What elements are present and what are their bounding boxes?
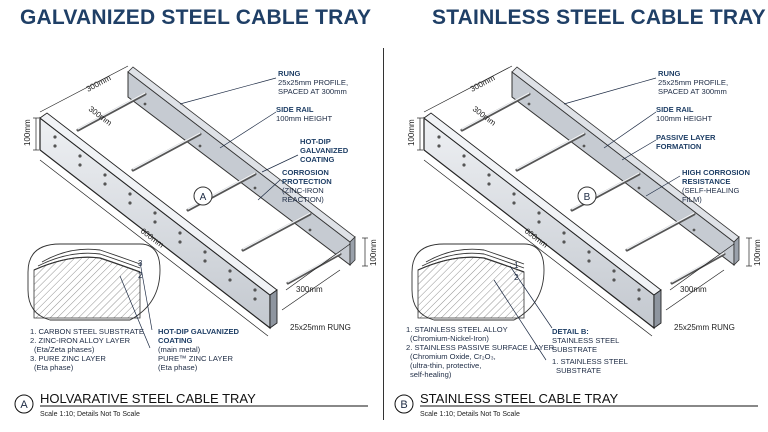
left-layer-number-3: 3 [138, 259, 143, 268]
right-dim-rung-size: 25x25mm RUNG [674, 323, 735, 332]
right-tray-drawing: B 300mm 300mm 100mm 600mm 100mm 300mm 25… [394, 64, 762, 418]
left-corrosion-line2: PROTECTION [282, 177, 332, 186]
left-detail-line5: (Eta phase) [158, 363, 198, 372]
right-legend-item1b: (Chromium-Nickel-Iron) [410, 334, 489, 343]
left-legend-item2a: 2. ZINC-IRON ALLOY LAYER [30, 336, 131, 345]
right-dim-height: 100mm [407, 119, 416, 146]
right-footer-circle [394, 394, 414, 414]
left-dim-right-height: 100mm [369, 239, 378, 266]
left-title: GALVANIZED STEEL CABLE TRAY [20, 6, 372, 29]
right-legend-item2a: 2. STAINLESS PASSIVE SURFACE LAYER [406, 343, 555, 352]
right-title: STAINLESS STEEL CABLE TRAY [432, 6, 766, 29]
right-dim-bottom-width: 300mm [680, 285, 707, 294]
right-detail-line5: SUBSTRATE [556, 366, 601, 375]
left-rung-line2: SPACED AT 300mm [278, 87, 347, 96]
right-legend-item2d: self-healing) [410, 370, 452, 379]
left-dim-bottom-width: 300mm [296, 285, 323, 294]
right-dim-top-width: 300mm [469, 73, 497, 94]
right-layer-number-2: 2 [514, 273, 519, 282]
right-detail-line4: 1. STAINLESS STEEL [552, 357, 628, 366]
left-corrosion-line4: REACTION) [282, 195, 324, 204]
left-side-rail-line1: 100mm HEIGHT [276, 114, 332, 123]
right-legend-item2c: (ultra-thin, protective, [410, 361, 481, 370]
right-tray-marker: B [584, 192, 591, 203]
left-leaders [119, 77, 299, 349]
right-rung-title: RUNG [658, 69, 680, 78]
right-footer-scale: Scale 1:10; Details Not To Scale [420, 411, 520, 418]
left-detail-line2: COATING [158, 336, 193, 345]
left-dim-rung-size: 25x25mm RUNG [290, 323, 351, 332]
left-coating-line2: GALVANIZED [300, 146, 349, 155]
right-corrosion-line1: HIGH CORROSION [682, 168, 750, 177]
right-rung-line1: 25x25mm PROFILE, [658, 78, 728, 87]
left-footer-title: HOLVARATIVE STEEL CABLE TRAY [40, 391, 256, 406]
left-footer-circle-label: A [20, 399, 28, 411]
left-footer-scale: Scale 1:10; Details Not To Scale [40, 411, 140, 418]
right-rung-line2: SPACED AT 300mm [658, 87, 727, 96]
left-footer-circle [14, 394, 34, 414]
left-detail-line4: PURE™ ZINC LAYER [158, 354, 233, 363]
center-divider [383, 48, 384, 420]
right-passive-line2: FORMATION [656, 142, 701, 151]
left-legend-item1: 1. CARBON STEEL SUBSTRATE [30, 327, 144, 336]
left-legend-item3a: 3. PURE ZINC LAYER [30, 354, 106, 363]
right-detail-line2: STAINLESS STEEL [552, 336, 619, 345]
left-corrosion-line1: CORROSION [282, 168, 329, 177]
left-dim-height: 100mm [23, 119, 32, 146]
right-leaders [493, 77, 681, 361]
right-side-rail-line1: 100mm HEIGHT [656, 114, 712, 123]
left-rung-title: RUNG [278, 69, 300, 78]
left-coating-line3: COATING [300, 155, 335, 164]
right-detail-line3: SUBSTRATE [552, 345, 597, 354]
right-legend-item1a: 1. STAINLESS STEEL ALLOY [406, 325, 508, 334]
left-coating-line1: HOT-DIP [300, 137, 331, 146]
left-side-rail-title: SIDE RAIL [276, 105, 314, 114]
right-layer-number-1: 1 [514, 261, 519, 270]
right-legend-item2b: (Chromium Oxide, Cr₂O₃, [410, 352, 496, 361]
right-footer-circle-label: B [400, 399, 407, 411]
left-detail-line3: (main metal) [158, 345, 201, 354]
right-corrosion-line2: RESISTANCE [682, 177, 730, 186]
left-layer-number-2: 2 [138, 271, 143, 280]
left-legend-item2b: (Eta/Zeta phases) [34, 345, 95, 354]
right-dim-right-height: 100mm [753, 239, 762, 266]
right-detail-line1: DETAIL B: [552, 327, 589, 336]
right-footer-title: STAINLESS STEEL CABLE TRAY [420, 391, 619, 406]
left-rung-line1: 25x25mm PROFILE, [278, 78, 348, 87]
right-side-rail-title: SIDE RAIL [656, 105, 694, 114]
right-corrosion-line4: FILM) [682, 195, 702, 204]
left-corrosion-line3: (ZINC-IRON [282, 186, 324, 195]
right-passive-line1: PASSIVE LAYER [656, 133, 716, 142]
left-tray-marker: A [200, 192, 207, 203]
left-legend-item3b: (Eta phase) [34, 363, 74, 372]
right-corrosion-line3: (SELF-HEALING [682, 186, 739, 195]
left-detail-line1: HOT-DIP GALVANIZED [158, 327, 240, 336]
left-tray-drawing: A 300mm 300mm 100mm 600mm 100mm 300mm 25… [14, 64, 378, 418]
left-dim-top-width: 300mm [85, 73, 113, 94]
